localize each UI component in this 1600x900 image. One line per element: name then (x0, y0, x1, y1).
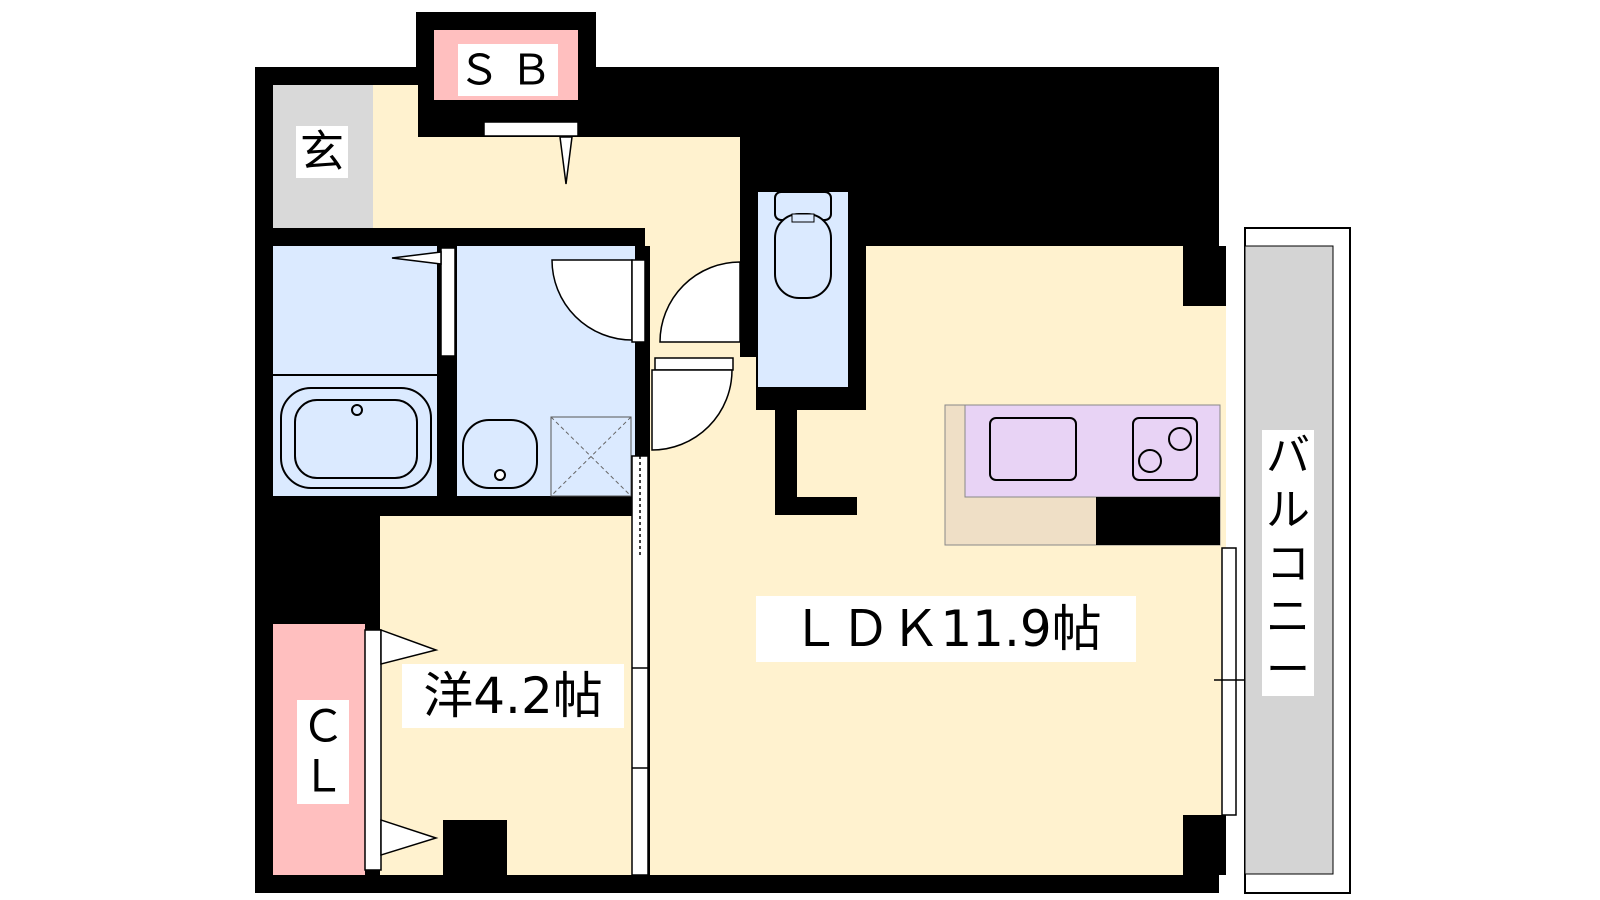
ldk-label: ＬＤＫ11.9帖 (790, 600, 1101, 658)
ldk-floor (650, 246, 1226, 875)
hallway-floor (373, 85, 740, 357)
toilet-door-swing (659, 261, 741, 343)
shoebox-door-leaf (559, 136, 573, 185)
washbasin (462, 419, 538, 489)
kitchen-stove (1132, 417, 1198, 481)
faucet-icon (494, 469, 506, 481)
western-label: 洋4.2帖 (423, 667, 603, 725)
toilet-seat-top (791, 213, 815, 223)
closet-label-bg (297, 700, 349, 804)
wall-stub-ldk (775, 497, 857, 515)
shoebox-door (483, 121, 579, 137)
bath-door-leaf (391, 251, 442, 265)
bath-door (440, 247, 456, 357)
balcony-label-bg (1262, 430, 1314, 696)
balcony-label-char: コ (1266, 539, 1310, 590)
kitchen-sink (989, 417, 1077, 481)
balcony-label-char: バ (1266, 431, 1310, 482)
closet-door (364, 629, 382, 871)
kitchen-unit (944, 404, 1221, 546)
ldk-door-swing (651, 369, 733, 451)
shoebox-label: ＳＢ (458, 46, 562, 95)
bathtub-inner (294, 399, 418, 479)
closet-label-c: Ｃ (301, 702, 345, 753)
doors (364, 121, 1244, 876)
entrance-label: 玄 (300, 127, 344, 178)
closet-label-l: Ｌ (301, 752, 345, 803)
fixtures (273, 191, 832, 497)
shoebox-label-bg (458, 44, 558, 96)
entrance-label-bg (296, 126, 348, 178)
stove-burner-icon (1138, 449, 1162, 473)
balcony-label-char: ー (1266, 645, 1310, 696)
western-label-bg (402, 664, 624, 728)
closet-door-leaf (380, 818, 439, 857)
labels: 玄 ＳＢ ＬＤＫ11.9帖 洋4.2帖 Ｃ Ｌ バ ル コ ニ ー (296, 44, 1314, 804)
wall-stub-western (443, 820, 507, 875)
wall-corner-se (1183, 815, 1226, 875)
balcony-label-char: ニ (1266, 592, 1310, 643)
bathtub (280, 387, 432, 489)
wall-closet-top (273, 496, 380, 624)
drain-icon (351, 404, 363, 416)
stove-burner-icon (1168, 427, 1192, 451)
closet-door-leaf (380, 628, 439, 665)
balcony-window (1221, 547, 1237, 816)
kitchen-wall-stub (1096, 497, 1220, 545)
washroom-door-jamb (631, 259, 646, 343)
wall-stub-ldk (775, 400, 797, 515)
wall-corner-ne (1183, 246, 1226, 306)
washer-cross (550, 416, 632, 497)
interior-walls (273, 246, 1226, 875)
washroom-door-swing (551, 259, 633, 341)
toilet-bowl (774, 213, 832, 299)
balcony-label-char: ル (1266, 485, 1310, 536)
ldk-door-jamb (654, 357, 734, 371)
ldk-label-bg (756, 596, 1136, 662)
